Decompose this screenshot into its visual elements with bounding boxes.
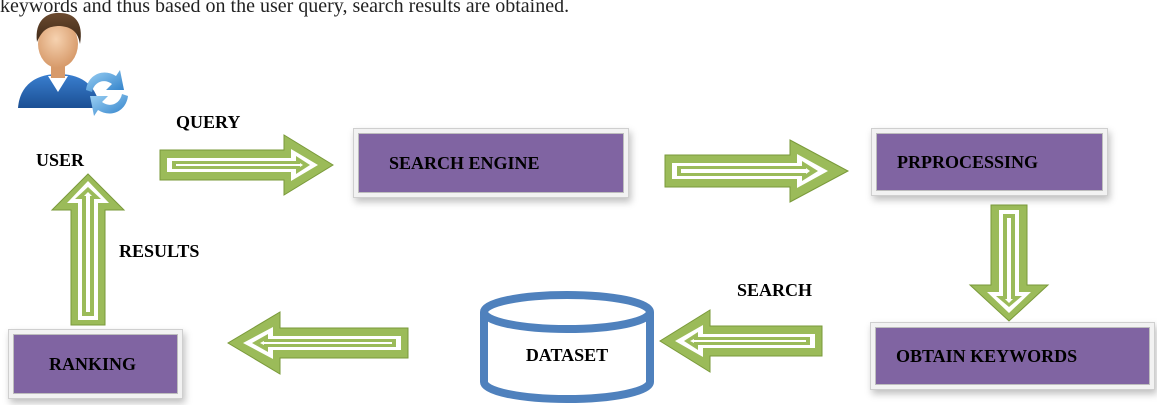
obtain-keywords-box: OBTAIN KEYWORDS bbox=[875, 327, 1150, 385]
arrow-search-engine-to-preprocessing bbox=[664, 139, 850, 203]
ranking-box: RANKING bbox=[13, 334, 178, 394]
user-label: USER bbox=[36, 150, 85, 170]
arrow-ranking-to-user bbox=[50, 173, 126, 326]
arrow-user-to-search-engine bbox=[159, 134, 334, 196]
arrow-keywords-to-dataset bbox=[659, 309, 823, 373]
search-label: SEARCH bbox=[737, 280, 813, 300]
query-label: QUERY bbox=[176, 112, 241, 132]
search-engine-box: SEARCH ENGINE bbox=[358, 133, 624, 193]
user-avatar-icon bbox=[18, 12, 128, 116]
arrow-dataset-to-ranking bbox=[227, 311, 409, 375]
results-label: RESULTS bbox=[119, 241, 200, 261]
arrow-preprocessing-to-keywords bbox=[968, 204, 1050, 322]
preprocessing-label: PRPROCESSING bbox=[897, 151, 1039, 172]
search-engine-label: SEARCH ENGINE bbox=[389, 152, 540, 173]
ranking-label: RANKING bbox=[49, 353, 137, 374]
dataset-cylinder bbox=[480, 291, 654, 403]
dataset-label: DATASET bbox=[525, 345, 609, 365]
preprocessing-box: PRPROCESSING bbox=[876, 133, 1103, 191]
caption-text: keywords and thus based on the user quer… bbox=[0, 0, 570, 17]
obtain-keywords-label: OBTAIN KEYWORDS bbox=[896, 345, 1078, 366]
